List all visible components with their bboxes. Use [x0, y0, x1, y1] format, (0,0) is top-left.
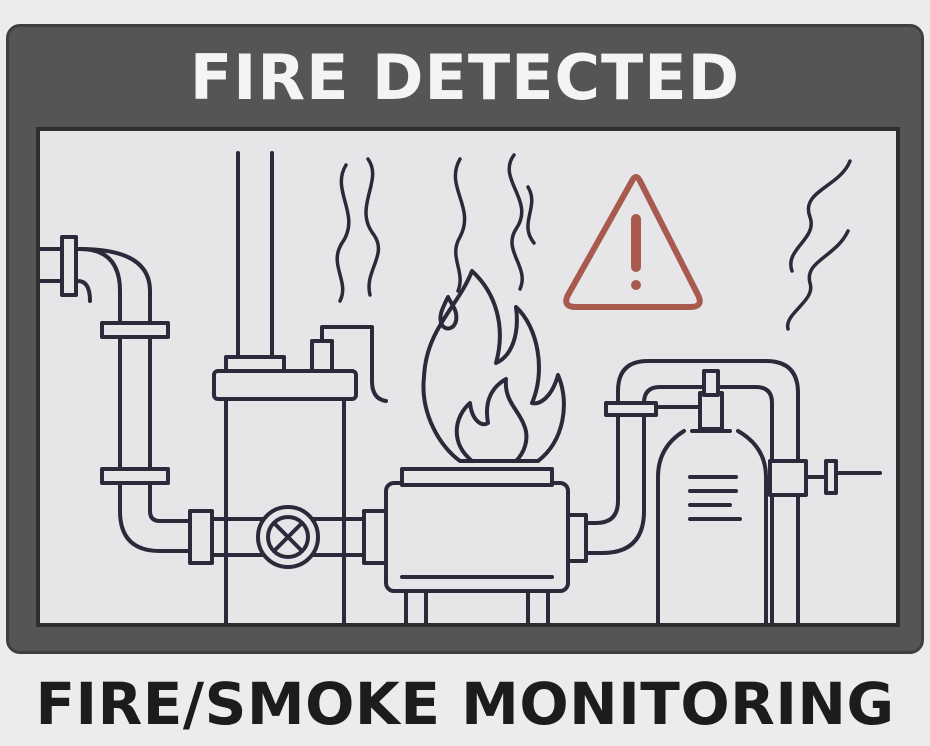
monitor-screen	[36, 127, 900, 627]
burner-unit	[384, 467, 588, 623]
gas-cylinder-icon	[584, 359, 882, 623]
warning-icon	[563, 174, 703, 310]
valve-pipe	[188, 505, 388, 569]
left-pipe	[40, 235, 192, 553]
smoke-icon	[335, 153, 852, 331]
flame-icon	[421, 269, 566, 463]
monitoring-caption: FIRE/SMOKE MONITORING	[35, 670, 895, 738]
piping-illustration	[40, 151, 882, 623]
alert-title: FIRE DETECTED	[189, 40, 741, 114]
vertical-tank	[212, 151, 388, 623]
alert-panel: FIRE DETECTED	[6, 24, 924, 654]
